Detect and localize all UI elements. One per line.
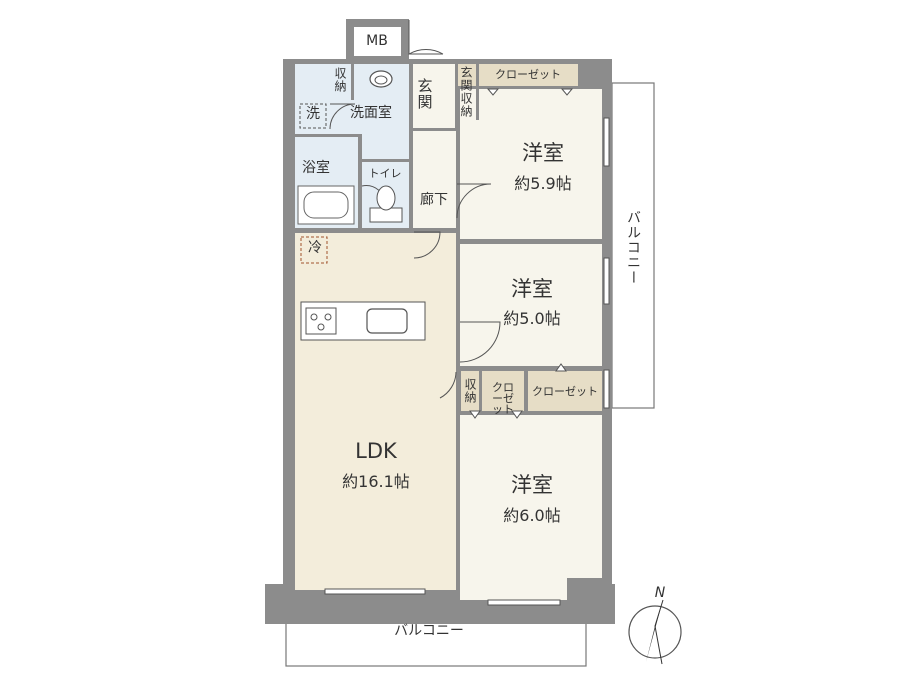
room-north-size: 約5.9帖: [514, 174, 572, 193]
floor-room-south: [460, 415, 602, 600]
ldk-name: LDK: [355, 439, 397, 463]
floor-closet-mid: [528, 371, 602, 411]
bathroom-label: 浴室: [302, 160, 330, 176]
room-middle-size: 約5.0帖: [503, 309, 561, 328]
floor-entrance: [413, 64, 455, 128]
floor-closet-small: [482, 371, 524, 411]
room-north-name: 洋室: [522, 141, 564, 165]
closet-small-label: クローゼット: [492, 381, 514, 416]
floor-storage-mid: [461, 371, 479, 411]
room-south-size: 約6.0帖: [503, 506, 561, 525]
fridge-label: 冷: [308, 240, 322, 256]
east-balcony-label: バルコニー: [625, 210, 641, 285]
floor-room-north: [460, 88, 602, 239]
floor-ldk: [295, 233, 456, 590]
entrance-storage-label: 玄関収納: [459, 66, 473, 118]
east-windows: [603, 117, 610, 409]
floor-room-middle: [460, 244, 602, 366]
north-label: N: [654, 585, 666, 601]
storage-top-label: 収納: [333, 67, 347, 93]
stove: [305, 307, 337, 335]
room-middle-name: 洋室: [511, 277, 553, 301]
closet-door-marks: [469, 88, 574, 419]
washer-box: [299, 103, 327, 129]
room-south-name: 洋室: [511, 473, 553, 497]
washbasin: [369, 70, 393, 88]
door-swings: [329, 20, 501, 399]
interior-walls: [295, 60, 605, 600]
mb-box-inner: [354, 27, 401, 56]
east-balcony: [611, 82, 655, 409]
closet-mid-label: クローゼット: [532, 385, 598, 398]
closet-top-label: クローゼット: [495, 68, 561, 81]
fridge-box: [300, 236, 328, 264]
washroom-label: 洗面室: [350, 105, 392, 121]
toilet-label: トイレ: [368, 167, 402, 180]
floor-corridor: [413, 130, 457, 230]
south-windows: [324, 588, 561, 606]
bathtub: [297, 185, 355, 225]
washer-label: 洗: [306, 106, 320, 122]
storage-mid-label: 収納: [463, 378, 477, 404]
floor-closet-top: [478, 64, 578, 86]
south-balcony-label: バルコニー: [394, 623, 464, 639]
entrance-label: 玄関: [415, 78, 434, 110]
toilet-fixture: [369, 185, 403, 223]
corridor-label: 廊下: [420, 192, 448, 208]
ldk-size: 約16.1帖: [342, 472, 410, 491]
compass: [628, 599, 682, 665]
kitchen-sink: [366, 308, 408, 334]
mb-label: MB: [366, 33, 388, 49]
